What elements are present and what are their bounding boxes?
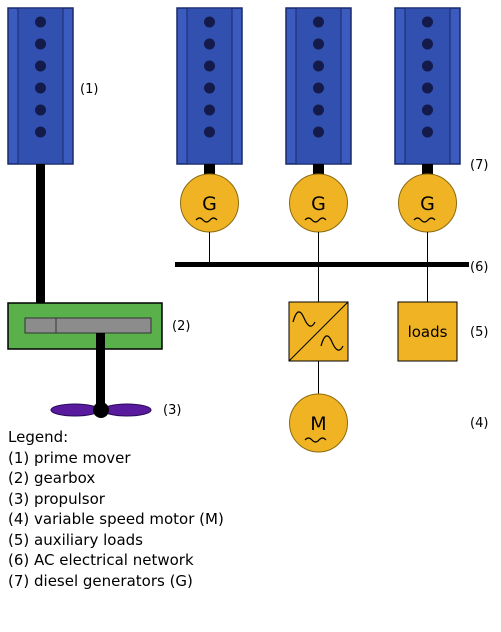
label-propulsor: (3) bbox=[163, 403, 181, 418]
legend-item: (1) prime mover bbox=[8, 448, 131, 467]
generator-1: G bbox=[180, 173, 239, 233]
legend-item: (4) variable speed motor (M) bbox=[8, 510, 224, 528]
legend-item: (2) gearbox bbox=[8, 469, 96, 487]
prime-mover-engine bbox=[7, 7, 74, 165]
label-motor: (4) bbox=[470, 416, 488, 431]
prime-mover-shaft bbox=[36, 164, 45, 310]
generator-engine-1 bbox=[176, 7, 243, 165]
svg-text:G: G bbox=[202, 193, 217, 215]
legend-title: Legend: bbox=[8, 428, 69, 446]
generator-2: G bbox=[289, 173, 348, 233]
legend-item: (5) auxiliary loads bbox=[8, 530, 143, 549]
svg-text:G: G bbox=[311, 193, 326, 215]
generator-3: G bbox=[398, 173, 457, 233]
motor: M bbox=[289, 393, 348, 453]
svg-text:loads: loads bbox=[408, 323, 448, 341]
svg-text:G: G bbox=[420, 193, 435, 215]
label-generators: (7) bbox=[470, 158, 488, 173]
propeller-shaft bbox=[96, 333, 105, 411]
legend-item: (3) propulsor bbox=[8, 489, 105, 508]
legend: Legend: (1) prime mover (2) gearbox (3) … bbox=[8, 427, 224, 591]
label-prime-mover: (1) bbox=[80, 82, 98, 97]
generator-engine-3 bbox=[394, 7, 461, 165]
svg-text:M: M bbox=[310, 413, 326, 435]
generator-engine-2 bbox=[285, 7, 352, 165]
label-gearbox: (2) bbox=[172, 319, 190, 334]
ac-bus bbox=[175, 262, 469, 267]
legend-item: (7) diesel generators (G) bbox=[8, 571, 193, 590]
propulsor bbox=[50, 402, 152, 418]
frequency-converter bbox=[288, 301, 349, 362]
label-loads: (5) bbox=[470, 325, 488, 340]
auxiliary-loads-box: loads bbox=[397, 301, 458, 362]
label-network: (6) bbox=[470, 260, 488, 275]
legend-item: (6) AC electrical network bbox=[8, 551, 194, 569]
gearbox bbox=[7, 302, 163, 350]
